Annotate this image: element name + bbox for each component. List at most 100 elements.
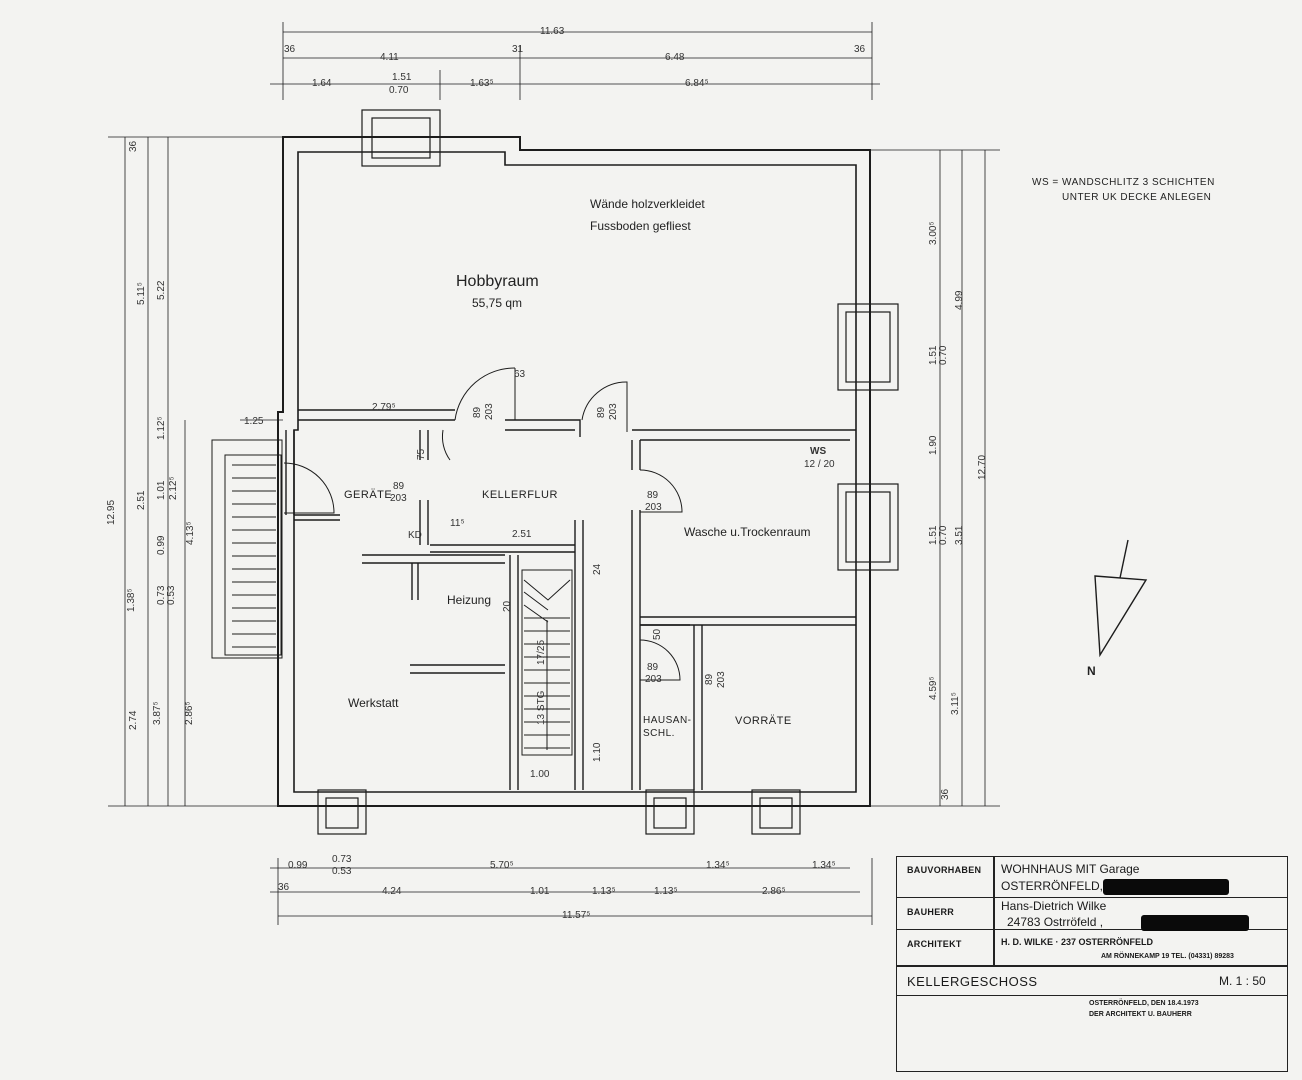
dim-right-36: 36 bbox=[940, 788, 951, 800]
tb-key-bauherr: BAUHERR bbox=[907, 907, 955, 917]
dim-right-a: 3.00⁵ bbox=[928, 221, 939, 245]
dim-top-total: 11.63 bbox=[540, 26, 565, 37]
dim-top-right-b: 6.84⁵ bbox=[685, 78, 709, 89]
dim-top-b3: 1.63⁵ bbox=[470, 78, 494, 89]
tb-date-2: DER ARCHITEKT U. BAUHERR bbox=[1089, 1011, 1192, 1018]
mark-115: 11⁵ bbox=[450, 518, 465, 529]
door-mark-hobby-1-h: 203 bbox=[484, 403, 495, 420]
dim-right-total: 12.70 bbox=[977, 454, 988, 480]
windows bbox=[317, 109, 899, 835]
dim-bottom-f: 2.86⁵ bbox=[762, 886, 786, 897]
dim-right-c2: 0.70 bbox=[938, 345, 949, 365]
dim-bottom-h2: 0.53 bbox=[332, 866, 352, 877]
room-kellerflur: KELLERFLUR bbox=[482, 489, 558, 501]
dim-bottom-total: 11.57⁵ bbox=[562, 910, 591, 921]
dim-left-e: 2.12⁵ bbox=[168, 476, 179, 500]
north-label: N bbox=[1087, 664, 1096, 678]
room-vorraete: VORRÄTE bbox=[735, 715, 792, 727]
tb-key-bauvorhaben: BAUVORHABEN bbox=[907, 865, 982, 875]
door-swings bbox=[283, 367, 683, 681]
dim-left-total: 12.95 bbox=[106, 499, 117, 525]
mark-20: 20 bbox=[502, 600, 513, 612]
mark-ws: WS bbox=[810, 446, 827, 457]
hobby-room-area: 55,75 qm bbox=[472, 296, 523, 310]
stairs bbox=[211, 439, 573, 756]
mark-251: 2.51 bbox=[512, 529, 532, 540]
hobby-note-walls: Wände holzverkleidet bbox=[590, 197, 705, 211]
door-mark-hausan: 89 bbox=[647, 662, 659, 673]
dim-top-36-left: 36 bbox=[284, 44, 296, 55]
dim-bottom-i: 1.34⁵ bbox=[706, 860, 730, 871]
sheet-title: KELLERGESCHOSS bbox=[907, 974, 1038, 989]
dim-right-d: 1.90 bbox=[928, 435, 939, 455]
dim-top-left-a: 4.11 bbox=[380, 52, 399, 63]
dim-left-n: 1.12⁵ bbox=[156, 416, 167, 440]
mark-110: 1.10 bbox=[592, 742, 603, 762]
dim-left-36: 36 bbox=[128, 140, 139, 152]
door-mark-hobby-2: 89 bbox=[596, 406, 607, 418]
legend-line-2: UNTER UK DECKE ANLEGEN bbox=[1062, 192, 1212, 203]
dim-bottom-c: 1.01 bbox=[530, 886, 550, 897]
room-hausanschl-1: HAUSAN- bbox=[643, 715, 692, 726]
dim-left-c: 2.51 bbox=[136, 490, 147, 510]
tb-val-bauherr-2: 24783 Ostrröfeld , bbox=[1007, 915, 1104, 929]
dim-right-g: 4.59⁵ bbox=[928, 676, 939, 700]
mark-24: 24 bbox=[592, 563, 603, 575]
dim-top-b1: 1.64 bbox=[312, 78, 332, 89]
mark-1725: 17/25 bbox=[536, 639, 547, 665]
dim-bottom-h: 0.73 bbox=[332, 854, 352, 865]
tb-key-architekt: ARCHITEKT bbox=[907, 939, 962, 949]
dim-top-36-right: 36 bbox=[854, 44, 866, 55]
title-block: BAUVORHABEN WOHNHAUS MIT Garage OSTERRÖN… bbox=[896, 856, 1288, 1072]
dim-bottom-b: 4.24 bbox=[382, 886, 402, 897]
dim-top-b2b: 0.70 bbox=[389, 85, 409, 96]
door-mark-wasche-h: 203 bbox=[645, 502, 662, 513]
dim-left-m: 2.86⁵ bbox=[184, 701, 195, 725]
room-wasche: Wasche u.Trockenraum bbox=[684, 525, 811, 539]
mark-125: 1.25 bbox=[244, 416, 264, 427]
interior-walls bbox=[285, 409, 856, 790]
door-mark-geraete-h: 203 bbox=[390, 493, 407, 504]
dim-bottom-36: 36 bbox=[278, 882, 290, 893]
door-mark-hobby-1: 89 bbox=[472, 406, 483, 418]
room-werkstatt: Werkstatt bbox=[348, 696, 399, 710]
door-mark-hobby-2-h: 203 bbox=[608, 403, 619, 420]
dim-right-f: 3.51 bbox=[954, 525, 965, 545]
dim-left-j: 0.53 bbox=[166, 585, 177, 605]
tb-date-1: OSTERRÖNFELD, DEN 18.4.1973 bbox=[1089, 1000, 1199, 1007]
mark-100: 1.00 bbox=[530, 769, 550, 780]
mark-ws-size: 12 / 20 bbox=[804, 459, 835, 470]
tb-val-bauvorhaben-2: OSTERRÖNFELD, bbox=[1001, 879, 1104, 893]
mark-13stg: 13 STG bbox=[536, 690, 547, 725]
tb-val-architekt-2: AM RÖNNEKAMP 19 TEL. (04331) 89283 bbox=[1101, 953, 1234, 960]
hobby-room-name: Hobbyraum bbox=[456, 273, 539, 290]
dimension-lines bbox=[108, 22, 1000, 925]
mark-50: 50 bbox=[652, 628, 663, 640]
dim-right-e2: 0.70 bbox=[938, 525, 949, 545]
dim-bottom-a: 5.70⁵ bbox=[490, 860, 514, 871]
hobby-note-floor: Fussboden gefliest bbox=[590, 219, 691, 233]
dim-bottom-j: 1.34⁵ bbox=[812, 860, 836, 871]
door-mark-wasche: 89 bbox=[647, 490, 659, 501]
mark-kd: KD bbox=[408, 530, 422, 541]
mark-279: 2.79⁵ bbox=[372, 402, 396, 413]
dim-left-b: 5.22 bbox=[156, 280, 167, 300]
dim-right-b: 4.99 bbox=[954, 290, 965, 310]
room-hausanschl-2: SCHL. bbox=[643, 728, 675, 739]
dim-bottom-d: 1.13⁵ bbox=[592, 886, 616, 897]
tb-val-bauherr-1: Hans-Dietrich Wilke bbox=[1001, 899, 1107, 913]
dim-left-k: 2.74 bbox=[128, 710, 139, 730]
dim-left-g: 4.13⁵ bbox=[185, 521, 196, 545]
door-mark-geraete: 89 bbox=[393, 481, 405, 492]
dim-bottom-g: 0.99 bbox=[288, 860, 308, 871]
dim-left-d: 1.01 bbox=[156, 480, 167, 500]
sheet-scale: M. 1 : 50 bbox=[1219, 974, 1266, 988]
north-arrow-icon bbox=[1094, 539, 1148, 658]
door-mark-vorraete: 89 bbox=[704, 673, 715, 685]
dim-left-f: 0.99 bbox=[156, 535, 167, 555]
dim-top-31: 31 bbox=[512, 44, 524, 55]
mark-63: 63 bbox=[514, 369, 526, 380]
tb-val-bauvorhaben-1: WOHNHAUS MIT Garage bbox=[1001, 862, 1140, 876]
door-mark-vorraete-h: 203 bbox=[716, 671, 727, 688]
